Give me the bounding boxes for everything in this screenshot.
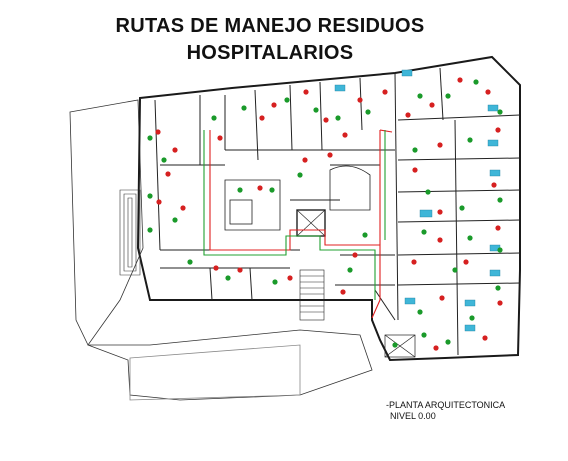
page-title-line-1: RUTAS DE MANEJO RESIDUOS [115, 15, 425, 37]
left-ramp [119, 189, 141, 276]
site-outline [69, 99, 373, 401]
central-hall [224, 165, 371, 231]
plan-caption: -PLANTA ARQUITECTONICA [386, 400, 506, 410]
central-stair [296, 209, 326, 321]
building-walls [136, 55, 521, 362]
plan-level: NIVEL 0.00 [390, 411, 436, 421]
patient-beds [334, 69, 501, 332]
waste-route-green [203, 130, 386, 300]
page-title-line-2: HOSPITALARIOS [186, 42, 354, 64]
red-waste-markers [155, 77, 503, 351]
waste-route-red [209, 129, 393, 319]
green-waste-markers [147, 79, 503, 348]
interior-walls [154, 67, 521, 356]
service-stair [384, 334, 416, 358]
